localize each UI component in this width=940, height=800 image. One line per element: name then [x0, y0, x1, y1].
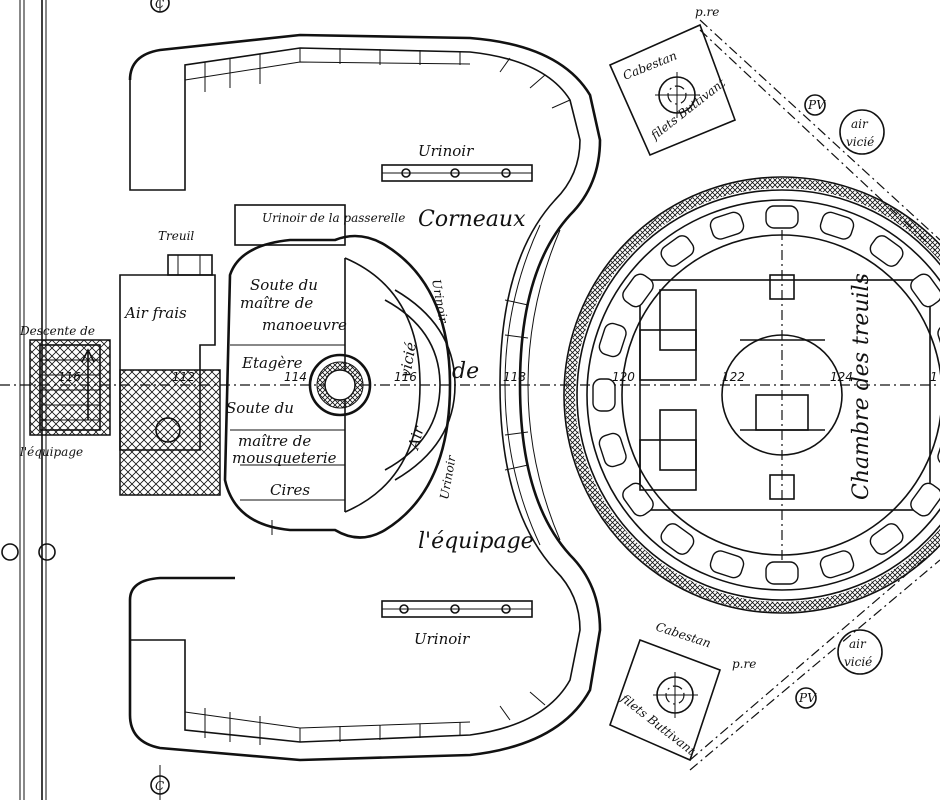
- air-vicie-top-air: air: [851, 117, 869, 131]
- ring-cell: [598, 322, 627, 358]
- urinoir-arc-top-label: Urinoir: [429, 278, 451, 325]
- air-vicie-bottom-vicie: vicié: [844, 655, 872, 669]
- air-frais-area: Air frais: [119, 274, 221, 496]
- de-label: de: [452, 359, 479, 384]
- svg-text:C: C: [155, 0, 164, 11]
- cabestan-top-sup: p.re: [695, 5, 719, 19]
- ring-cell: [910, 273, 940, 308]
- soute-manoeuvre-line2: maître de: [240, 294, 313, 312]
- frame-116: 116: [394, 370, 417, 384]
- urinoir-bottom-label: Urinoir: [414, 630, 470, 648]
- ring-cell: [869, 235, 904, 267]
- cabestan-bottom-sup: p.re: [732, 657, 756, 671]
- air-vicie-duct: Air vicié Urinoir Urinoir: [384, 278, 459, 501]
- ring-cell: [819, 550, 855, 579]
- frame-112: 112: [172, 370, 195, 384]
- soute-manoeuvre-line1: Soute du: [250, 276, 318, 294]
- urinoir-top: Urinoir: [381, 142, 533, 182]
- capstan-icon: [653, 672, 698, 718]
- urinoir-top-label: Urinoir: [418, 142, 474, 160]
- tile-marks-bottom: [204, 691, 546, 745]
- winch-machinery: [639, 274, 825, 500]
- equipage-label: l'équipage: [418, 529, 534, 554]
- ring-cell: [709, 550, 745, 579]
- air-vicie-top-vicie: vicié: [846, 135, 874, 149]
- c-marker-bottom: C: [150, 775, 170, 795]
- chambre-label: Chambre des treuils: [849, 273, 874, 500]
- air-vicie-arc-vicie: vicié: [396, 341, 420, 379]
- side-marker: [1, 543, 19, 561]
- ring-cells: [592, 205, 940, 585]
- ring-cell: [622, 482, 654, 517]
- cabestan-bottom-label: Cabestan: [654, 620, 713, 651]
- pv-bottom-label: PV: [798, 691, 817, 705]
- diagonal-guides: [689, 19, 940, 771]
- ring-cell: [709, 211, 745, 240]
- ring-cell: [598, 432, 627, 468]
- frame-120: 120: [612, 370, 635, 384]
- ring-cell: [765, 561, 799, 585]
- ring-cell: [869, 523, 904, 555]
- soute-mousq-line1: Soute du: [226, 399, 294, 417]
- frame-numbers: 112 114 116 118 120 122 124 1 116: [58, 370, 938, 384]
- descente-stair: Descente de l'équipage: [19, 324, 111, 459]
- tile-marks-top: [204, 48, 571, 109]
- treuils-chamber: [563, 176, 940, 614]
- soute-manoeuvre-line3: manoeuvre: [262, 316, 347, 334]
- frame-114: 114: [284, 370, 307, 384]
- pv-top: PV: [804, 94, 826, 116]
- svg-text:C: C: [155, 779, 164, 793]
- ring-cell: [622, 273, 654, 308]
- ring-cell: [660, 235, 695, 267]
- frame-124: 124: [830, 370, 853, 384]
- soute-mousq-line3: mousqueterie: [232, 449, 337, 467]
- vent-circle-icon: air vicié: [837, 629, 883, 675]
- air-frais-label: Air frais: [123, 304, 187, 322]
- filets-top-label: filets Buttivant: [647, 76, 728, 143]
- urinoir-arc-bottom-label: Urinoir: [437, 453, 459, 500]
- descente-label: Descente de: [19, 324, 95, 338]
- frame-116-left: 116: [58, 370, 81, 384]
- capstan-icon: [655, 72, 700, 118]
- urinoir-passerelle-label: Urinoir de la passerelle: [262, 211, 405, 225]
- capstan-top: Cabestan p.re filets Buttivant: [608, 5, 737, 157]
- frame-122: 122: [722, 370, 745, 384]
- ring-cell: [910, 482, 940, 517]
- pv-top-label: PV: [807, 98, 826, 112]
- corneaux-bulkhead: [128, 33, 602, 762]
- tile-band-curve: [504, 224, 561, 546]
- cires-label: Cires: [270, 481, 310, 499]
- descente-equipage-label: l'équipage: [20, 445, 83, 459]
- capstan-bottom: Cabestan p.re filets Buttivant: [608, 620, 756, 762]
- ring-cell: [592, 378, 616, 412]
- urinoir-bottom: Urinoir: [381, 600, 533, 648]
- pv-bottom: PV: [795, 687, 817, 709]
- pillar-icon: [308, 353, 372, 417]
- winch-icon: Treuil: [158, 229, 213, 276]
- ring-cell: [660, 523, 695, 555]
- frame-126: 1: [930, 370, 938, 384]
- etagere-label: Etagère: [241, 354, 303, 372]
- corneaux-label: Corneaux: [418, 207, 526, 232]
- frame-118: 118: [503, 370, 526, 384]
- ring-cell: [765, 205, 799, 229]
- side-marker: [38, 543, 56, 561]
- soute-mousq-line2: maître de: [238, 432, 311, 450]
- air-vicie-bottom-air: air: [849, 637, 867, 651]
- c-marker-top: C: [150, 0, 170, 13]
- vent-circle-icon: air vicié: [839, 109, 885, 155]
- ring-cell: [819, 211, 855, 240]
- treuil-label: Treuil: [158, 229, 194, 243]
- air-vicie-arc-air: Air: [404, 424, 428, 453]
- passerelle-block: Urinoir de la passerelle: [234, 204, 405, 246]
